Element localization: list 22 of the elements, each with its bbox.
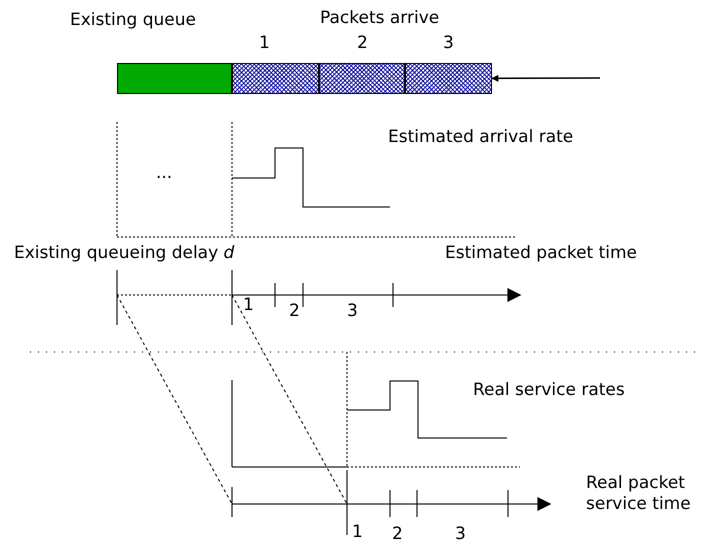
- queue-block: [117, 63, 232, 94]
- label: 2: [289, 301, 300, 322]
- label: Real service rates: [473, 380, 625, 402]
- label: 1: [352, 522, 363, 544]
- label: 3: [455, 524, 466, 546]
- label: 3: [443, 33, 454, 54]
- label: Estimated packet time: [445, 243, 638, 264]
- label: 1: [259, 33, 270, 54]
- label: 1: [243, 295, 254, 316]
- label: 2: [392, 524, 403, 546]
- packet-block: [319, 63, 405, 94]
- label: Estimated arrival rate: [388, 127, 574, 148]
- arrow: [491, 74, 600, 82]
- label: Existing queueing delay d: [14, 243, 234, 264]
- label: Existing queue: [70, 10, 196, 32]
- packet-block: [405, 63, 492, 94]
- label: ...: [156, 163, 172, 184]
- label: Packets arrive: [320, 8, 440, 30]
- label: 2: [357, 33, 368, 54]
- label: 3: [347, 301, 358, 322]
- packet-block: [232, 63, 319, 94]
- label: Real packet service time: [586, 473, 692, 516]
